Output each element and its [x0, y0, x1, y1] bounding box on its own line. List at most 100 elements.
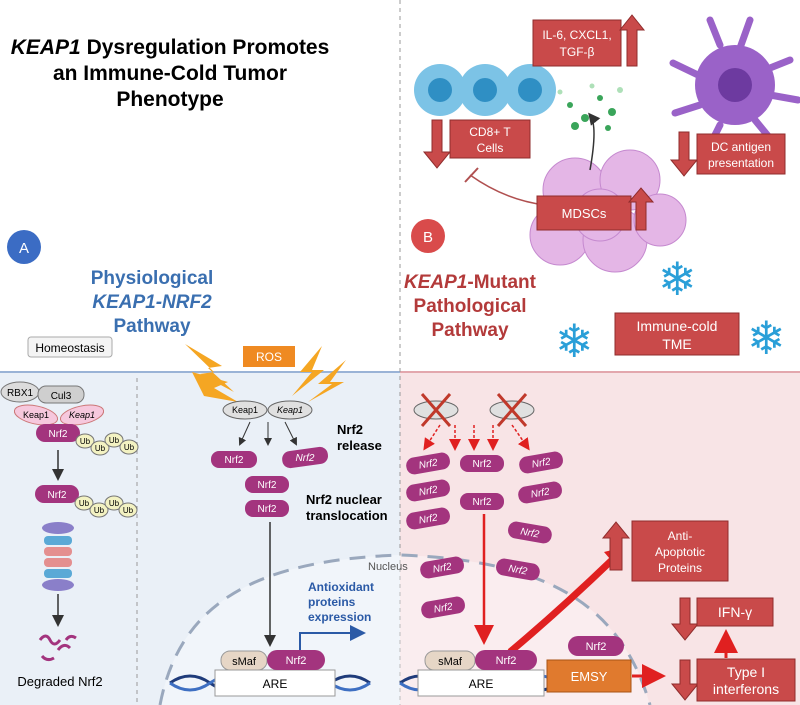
- svg-text:B: B: [423, 229, 433, 246]
- svg-text:Ub: Ub: [95, 444, 106, 453]
- dendritic-cell-icon: [669, 16, 800, 149]
- svg-text:Nrf2: Nrf2: [530, 486, 551, 500]
- panel-b-badge: [411, 219, 445, 253]
- ros-lightning-icons: [185, 344, 346, 402]
- anti-apoptotic-label-3: Proteins: [658, 561, 702, 575]
- cytokines-label-1: IL-6, CXCL1,: [542, 28, 611, 42]
- proteasome-icon: [42, 522, 74, 591]
- translocation-label-1: Nrf2 nuclear: [306, 492, 382, 507]
- svg-text:Ub: Ub: [79, 499, 90, 508]
- svg-text:❄: ❄: [658, 252, 697, 306]
- antioxidant-label-1: Antioxidant: [308, 580, 374, 594]
- svg-text:Nrf2: Nrf2: [433, 601, 454, 615]
- nrf2-emsy-label: Nrf2: [586, 641, 607, 653]
- are-label-right: ARE: [469, 677, 494, 691]
- type1-interferons-box: [696, 658, 796, 702]
- immune-cold-label-1: Immune-cold: [637, 318, 718, 334]
- type1-label-1: Type I: [727, 664, 765, 680]
- svg-text:Ub: Ub: [109, 436, 120, 445]
- nrf2-released-b-label: Nrf2: [296, 453, 315, 464]
- nrf2-release-label-1: Nrf2: [337, 422, 363, 437]
- anti-apoptotic-thick-arrow: [507, 557, 615, 655]
- keap1-mid-a-label: Keap1: [232, 405, 258, 415]
- ifn-down-arrow: [670, 597, 700, 641]
- nrf2-bound-are-left: Nrf2: [286, 655, 307, 667]
- ros-box: [243, 346, 295, 367]
- dc-box: [696, 133, 786, 175]
- panel-a-heading-1: Physiological: [91, 268, 213, 289]
- svg-text:Nrf2: Nrf2: [507, 563, 528, 577]
- cytokines-up-arrow: [618, 14, 646, 67]
- mdscs-label: MDSCs: [562, 206, 607, 221]
- anti-apoptotic-label-1: Anti-: [668, 529, 693, 543]
- nrf2-released-a-label: Nrf2: [225, 455, 244, 466]
- panel-b-heading-1: KEAP1-Mutant: [404, 272, 537, 293]
- panel-b-heading-3: Pathway: [431, 320, 509, 341]
- svg-text:Nrf2: Nrf2: [418, 512, 439, 526]
- svg-text:A: A: [19, 240, 29, 257]
- svg-text:Nrf2: Nrf2: [519, 526, 540, 540]
- rbx1-label: RBX1: [7, 388, 34, 399]
- keap1-mid-b-label: Keap1: [277, 405, 303, 415]
- nrf2-accumulation: Nrf2 Nrf2 Nrf2 Nrf2 Nrf2 Nrf2 Nrf2 Nrf2 …: [406, 451, 563, 619]
- anti-apoptotic-label-2: Apoptotic: [655, 545, 705, 559]
- ubiquitin-chain-bottom: Ub Ub Ub Ub: [74, 495, 138, 518]
- title-line-3: Phenotype: [116, 88, 223, 111]
- degraded-nrf2-label: Degraded Nrf2: [17, 674, 102, 689]
- svg-text:Ub: Ub: [123, 506, 134, 515]
- svg-text:Ub: Ub: [80, 437, 91, 446]
- svg-text:Ub: Ub: [124, 443, 135, 452]
- type1-down-arrow: [670, 659, 700, 701]
- smaf-label-right: sMaf: [438, 656, 463, 668]
- cd8-label-1: CD8+ T: [469, 125, 511, 139]
- mutant-keap1-crossed-icon: [413, 393, 535, 427]
- homeostasis-label-box: [27, 336, 113, 358]
- nrf2-release-label-2: release: [337, 438, 382, 453]
- smaf-label-left: sMaf: [232, 656, 257, 668]
- cytokine-particles: [557, 83, 623, 131]
- nrf2-released-d-label: Nrf2: [258, 504, 277, 515]
- immune-cold-label-2: TME: [662, 336, 692, 352]
- cd8-box: [449, 119, 531, 159]
- are-box-right: [417, 669, 545, 697]
- nrf2-release-arrows: [423, 424, 530, 451]
- title-line-1: KEAP1 Dysregulation Promotes: [11, 36, 330, 59]
- panel-a-heading-3: Pathway: [113, 316, 191, 337]
- ros-label: ROS: [256, 350, 282, 364]
- cd8-label-2: Cells: [477, 141, 504, 155]
- dc-label-2: presentation: [708, 156, 774, 170]
- emsy-box: [546, 659, 632, 693]
- svg-text:Ub: Ub: [94, 506, 105, 515]
- nrf2-ubiquitinated-label: Nrf2: [48, 490, 67, 501]
- svg-text:Ub: Ub: [109, 499, 120, 508]
- svg-text:Nrf2: Nrf2: [473, 497, 492, 508]
- emsy-label: EMSY: [571, 669, 608, 684]
- antioxidant-label-3: expression: [308, 610, 371, 624]
- anti-apoptotic-box: [631, 520, 729, 582]
- svg-text:❄: ❄: [555, 314, 594, 368]
- nucleus-label: Nucleus: [368, 561, 408, 573]
- cytokines-label-2: TGF-β: [560, 45, 595, 59]
- keap1-b-label: Keap1: [69, 410, 95, 420]
- antioxidant-label-2: proteins: [308, 595, 356, 609]
- svg-text:Nrf2: Nrf2: [418, 484, 439, 498]
- panel-a-heading-2: KEAP1-NRF2: [92, 292, 212, 313]
- mdscs-up-arrow: [627, 187, 655, 231]
- nrf2-released-c-label: Nrf2: [258, 480, 277, 491]
- svg-text:Nrf2: Nrf2: [418, 457, 439, 471]
- are-label-left: ARE: [263, 677, 288, 691]
- mdscs-box: [536, 195, 632, 231]
- panel-b-heading-2: Pathological: [414, 296, 527, 317]
- cytokines-box: [532, 19, 622, 67]
- svg-text:❄: ❄: [747, 311, 786, 365]
- ubiquitin-chain-top: Ub Ub Ub Ub: [75, 432, 139, 456]
- homeostasis-label: Homeostasis: [35, 341, 104, 355]
- t-cells-icon: [414, 64, 556, 116]
- immune-cold-box: [614, 312, 740, 356]
- ifn-gamma-box: [696, 597, 774, 627]
- type1-label-2: interferons: [713, 681, 779, 697]
- panel-a-badge: [7, 230, 41, 264]
- svg-text:Nrf2: Nrf2: [432, 561, 453, 575]
- keap1-a-label: Keap1: [23, 410, 49, 420]
